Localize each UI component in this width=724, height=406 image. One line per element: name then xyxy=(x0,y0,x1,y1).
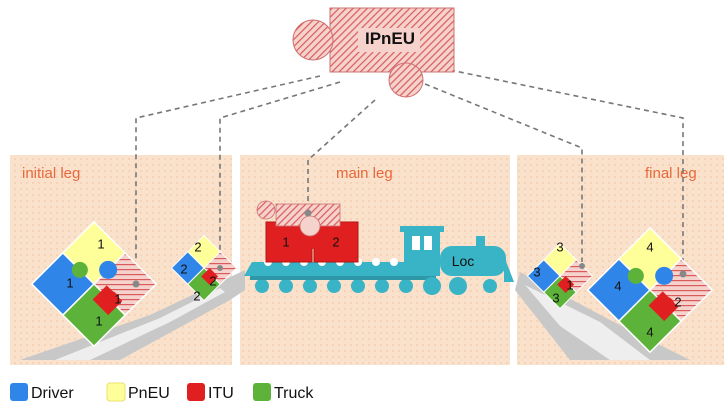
wagon-wheels xyxy=(255,279,413,293)
locomotive: Loc xyxy=(400,226,514,295)
train: Loc 1 2 xyxy=(244,200,514,295)
final-leg-label: final leg xyxy=(645,165,697,182)
initial-big-num-truck: 1 xyxy=(95,313,102,328)
initial-small-puzzle: 2 2 2 2 xyxy=(170,234,238,303)
initial-small-num-driver: 2 xyxy=(180,261,187,276)
initial-small-num-pneu: 2 xyxy=(194,239,201,254)
initial-small-num-truck: 2 xyxy=(193,288,200,303)
final-big-num-itu: 2 xyxy=(674,294,681,309)
legend: Driver PnEU ITU Truck xyxy=(10,382,314,402)
main-leg-label: main leg xyxy=(336,165,393,182)
legend-label-truck: Truck xyxy=(274,385,314,402)
legend-label-pneu: PnEU xyxy=(128,385,170,402)
legend-swatch-driver xyxy=(10,383,28,401)
legend-swatch-itu xyxy=(187,383,205,401)
legend-label-itu: ITU xyxy=(208,385,234,402)
initial-big-num-pneu: 1 xyxy=(97,236,104,251)
legend-swatch-truck xyxy=(253,383,271,401)
initial-big-num-driver: 1 xyxy=(66,275,73,290)
final-small-num-pneu: 3 xyxy=(556,239,563,254)
final-big-num-driver: 4 xyxy=(614,278,621,293)
locomotive-label: Loc xyxy=(452,253,475,269)
final-small-puzzle: 3 3 3 1 xyxy=(526,239,594,310)
initial-leg-label: initial leg xyxy=(22,165,80,182)
final-big-num-truck: 4 xyxy=(646,324,653,339)
wagon-num-2: 2 xyxy=(332,234,339,249)
wagon-deck xyxy=(252,262,434,276)
final-small-num-driver: 3 xyxy=(533,264,540,279)
legend-label-driver: Driver xyxy=(31,385,74,402)
ipneu-title: IPnEU xyxy=(365,29,415,48)
initial-big-num-itu: 1 xyxy=(114,291,121,306)
final-big-num-pneu: 4 xyxy=(646,239,653,254)
initial-small-num-itu: 2 xyxy=(209,273,216,288)
final-small-num-itu: 1 xyxy=(566,277,573,292)
final-big-puzzle: 4 4 4 2 xyxy=(586,226,714,354)
main-leg-ipneu-piece xyxy=(256,200,341,237)
final-small-num-truck: 3 xyxy=(552,290,559,305)
connection-lines xyxy=(135,69,684,268)
initial-road xyxy=(20,270,245,360)
itu-box-2 xyxy=(313,221,359,263)
wagon-num-1: 1 xyxy=(282,234,289,249)
initial-big-puzzle: 1 1 1 1 xyxy=(30,220,158,348)
ipneu-puzzle-piece: IPnEU xyxy=(292,7,455,98)
legend-swatch-pneu xyxy=(106,382,126,402)
